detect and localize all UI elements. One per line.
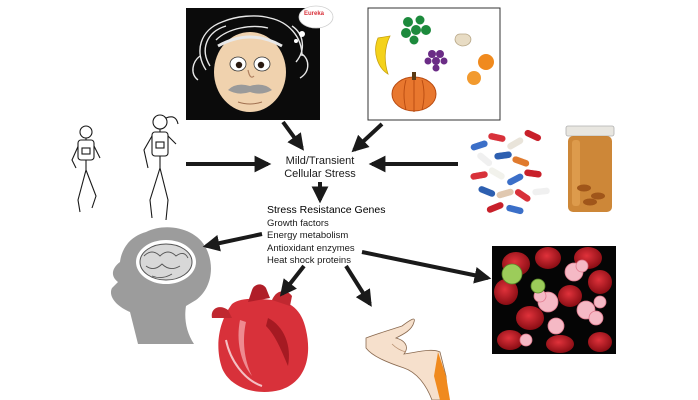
genes-list: Growth factors Energy metabolism Antioxi… <box>267 218 385 268</box>
gene-item: Heat shock proteins <box>267 255 351 267</box>
einstein-portrait-image <box>186 8 320 120</box>
arrow-genes-to-heart <box>279 264 306 297</box>
stress-label-line1: Mild/Transient <box>285 155 355 167</box>
thought-bubble <box>294 5 334 43</box>
fruit-panel-image <box>367 7 501 121</box>
arrow-genes-to-muscle <box>344 264 372 307</box>
gene-item: Antioxidant enzymes <box>267 242 355 254</box>
muscle-arm-illustration <box>365 318 450 400</box>
runners-illustration <box>71 114 179 221</box>
stress-resistance-genes-box: Stress Resistance Genes Growth factors E… <box>267 204 385 268</box>
arrow-einstein-to-stress <box>281 120 304 151</box>
genes-title: Stress Resistance Genes <box>267 204 386 216</box>
brain-head-illustration <box>110 227 211 344</box>
arrow-fruit-to-stress <box>351 122 384 153</box>
pills-illustration <box>469 125 615 215</box>
cells-panel-image <box>492 246 616 354</box>
gene-item: Energy metabolism <box>267 230 349 242</box>
heart-illustration <box>211 284 309 392</box>
arrow-genes-to-brain <box>202 232 263 252</box>
arrow-genes-to-cells <box>361 250 492 284</box>
speech-bubble-text: Eureka <box>304 11 325 17</box>
arrows <box>186 120 492 307</box>
stress-label-line2: Cellular Stress <box>284 168 356 180</box>
gene-item: Growth factors <box>267 218 329 229</box>
